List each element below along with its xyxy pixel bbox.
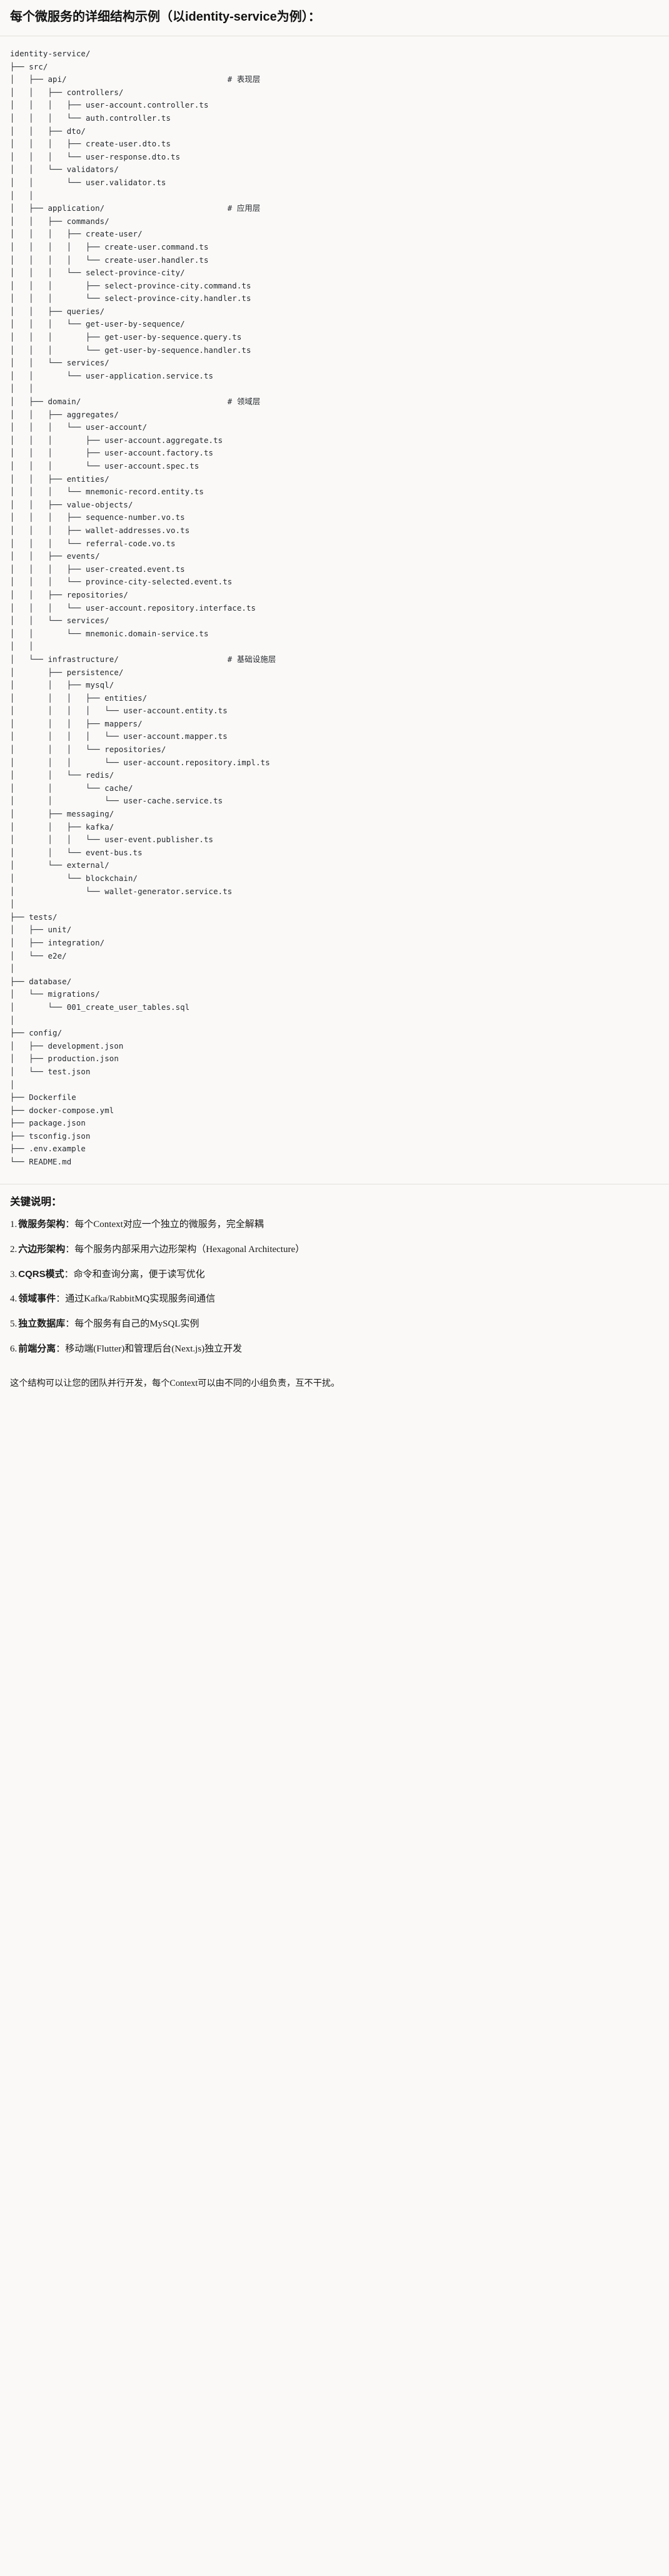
key-note-description: ：通过Kafka/RabbitMQ实现服务间通信 [56,1294,216,1305]
key-note-term: CQRS模式 [18,1268,64,1280]
directory-tree-block: identity-service/ ├── src/ │ ├── api/ # … [0,36,669,1178]
key-note-number: 5. [10,1319,18,1330]
key-note-description: ：移动端(Flutter)和管理后台(Next.js)独立开发 [56,1343,243,1354]
key-note-description: ：每个Context对应一个独立的微服务，完全解耦 [65,1219,264,1230]
key-note-item: 4.领域事件：通过Kafka/RabbitMQ实现服务间通信 [10,1292,659,1306]
key-note-item: 5.独立数据库：每个服务有自己的MySQL实例 [10,1317,659,1331]
key-note-body: 独立数据库：每个服务有自己的MySQL实例 [18,1317,659,1331]
closing-paragraph: 这个结构可以让您的团队并行开发，每个Context可以由不同的小组负责，互不干扰… [10,1378,340,1388]
key-note-term: 独立数据库 [18,1318,66,1330]
key-note-term: 六边形架构 [18,1243,66,1255]
key-note-term: 前端分离 [18,1343,56,1354]
key-note-number: 3. [10,1269,18,1280]
key-note-body: 微服务架构：每个Context对应一个独立的微服务，完全解耦 [18,1218,659,1232]
key-note-description: ：每个服务有自己的MySQL实例 [65,1319,199,1330]
key-note-number: 6. [10,1343,18,1354]
document-page: 每个微服务的详细结构示例（以identity-service为例）： ident… [0,0,669,1400]
key-note-number: 2. [10,1244,18,1255]
key-note-item: 1.微服务架构：每个Context对应一个独立的微服务，完全解耦 [10,1218,659,1232]
directory-tree: identity-service/ ├── src/ │ ├── api/ # … [10,48,659,1169]
directory-tree-text: identity-service/ ├── src/ │ ├── api/ # … [10,49,276,1167]
key-note-term: 领域事件 [18,1293,56,1305]
key-note-term: 微服务架构 [18,1219,66,1230]
page-title: 每个微服务的详细结构示例（以identity-service为例）： [10,10,321,24]
key-note-item: 2.六边形架构：每个服务内部采用六边形架构（Hexagonal Architec… [10,1243,659,1257]
key-notes-heading: 关键说明： [10,1196,62,1208]
key-note-body: 领域事件：通过Kafka/RabbitMQ实现服务间通信 [18,1292,659,1306]
key-notes-block: 关键说明： 1.微服务架构：每个Context对应一个独立的微服务，完全解耦 2.… [0,1184,669,1373]
title-block: 每个微服务的详细结构示例（以identity-service为例）： [0,0,669,36]
key-note-number: 4. [10,1294,18,1305]
key-note-item: 3.CQRS模式：命令和查询分离，便于读写优化 [10,1268,659,1282]
key-note-item: 6.前端分离：移动端(Flutter)和管理后台(Next.js)独立开发 [10,1342,659,1357]
key-note-body: CQRS模式：命令和查询分离，便于读写优化 [18,1268,659,1282]
key-note-description: ：命令和查询分离，便于读写优化 [64,1269,205,1280]
key-note-description: ：每个服务内部采用六边形架构（Hexagonal Architecture） [65,1244,305,1255]
footer-block: 这个结构可以让您的团队并行开发，每个Context可以由不同的小组负责，互不干扰… [0,1373,669,1400]
key-note-body: 前端分离：移动端(Flutter)和管理后台(Next.js)独立开发 [18,1342,659,1357]
key-note-body: 六边形架构：每个服务内部采用六边形架构（Hexagonal Architectu… [18,1243,659,1257]
key-note-number: 1. [10,1219,18,1230]
